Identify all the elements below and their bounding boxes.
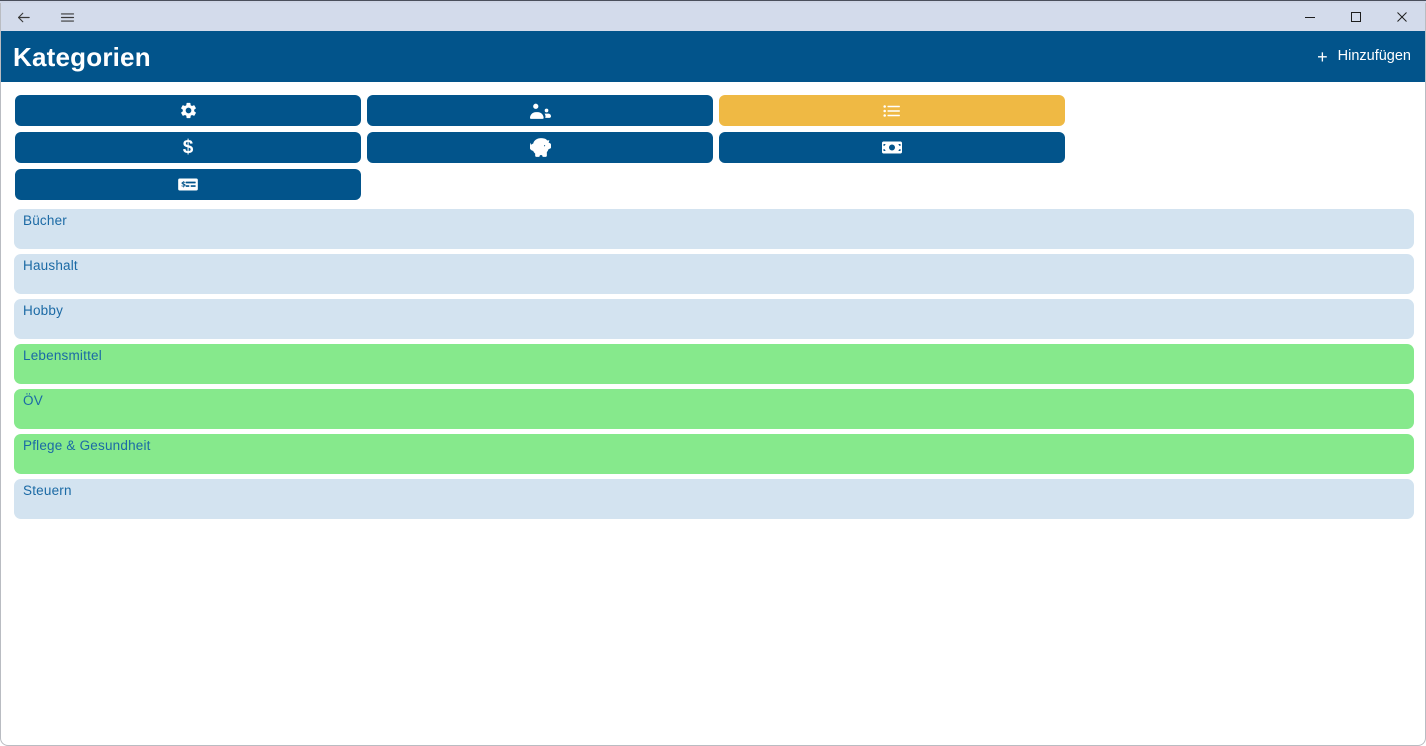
dollar-sign-icon: $ [182, 137, 194, 158]
app-header: Kategorien + Hinzufügen [1, 31, 1425, 82]
users-icon [529, 101, 551, 120]
content-area: $ $ [1, 82, 1425, 519]
list-ul-icon [882, 102, 902, 120]
close-button[interactable] [1379, 3, 1425, 31]
category-label: Hobby [23, 303, 64, 318]
piggy-bank-icon [529, 138, 551, 157]
background-window-sliver [0, 0, 1426, 4]
filter-button-transactions[interactable]: $ [15, 169, 361, 200]
category-list: Bücher Haushalt Hobby Lebensmittel ÖV Pf… [1, 200, 1425, 519]
category-label: Lebensmittel [23, 348, 102, 363]
filter-button-savings[interactable] [367, 132, 713, 163]
minimize-button[interactable] [1287, 3, 1333, 31]
plus-icon: + [1317, 46, 1328, 67]
gear-icon [179, 101, 198, 120]
add-category-label: Hinzufügen [1337, 48, 1411, 65]
back-arrow-icon[interactable] [1, 3, 45, 31]
category-row-buecher[interactable]: Bücher [14, 209, 1414, 249]
category-row-lebensmittel[interactable]: Lebensmittel [14, 344, 1414, 384]
category-row-haushalt[interactable]: Haushalt [14, 254, 1414, 294]
category-row-steuern[interactable]: Steuern [14, 479, 1414, 519]
category-label: Steuern [23, 483, 72, 498]
filter-button-bar: $ $ [1, 82, 1425, 200]
add-category-button[interactable]: + Hinzufügen [1317, 48, 1411, 66]
filter-button-categories[interactable] [719, 95, 1065, 126]
money-bill-icon [882, 139, 902, 156]
money-check-icon: $ [177, 176, 199, 193]
page-title: Kategorien [13, 41, 151, 72]
category-label: ÖV [23, 393, 43, 408]
title-bar [1, 3, 1425, 31]
category-row-hobby[interactable]: Hobby [14, 299, 1414, 339]
filter-button-people[interactable] [367, 95, 713, 126]
filter-button-cash[interactable] [719, 132, 1065, 163]
application-window: Kategorien + Hinzufügen [0, 3, 1426, 746]
category-row-pflege-gesundheit[interactable]: Pflege & Gesundheit [14, 434, 1414, 474]
category-label: Bücher [23, 213, 67, 228]
maximize-button[interactable] [1333, 3, 1379, 31]
hamburger-menu-icon[interactable] [45, 3, 89, 31]
svg-text:$: $ [181, 179, 186, 188]
category-label: Haushalt [23, 258, 78, 273]
filter-button-settings[interactable] [15, 95, 361, 126]
category-row-oev[interactable]: ÖV [14, 389, 1414, 429]
filter-button-currency[interactable]: $ [15, 132, 361, 163]
category-label: Pflege & Gesundheit [23, 438, 151, 453]
